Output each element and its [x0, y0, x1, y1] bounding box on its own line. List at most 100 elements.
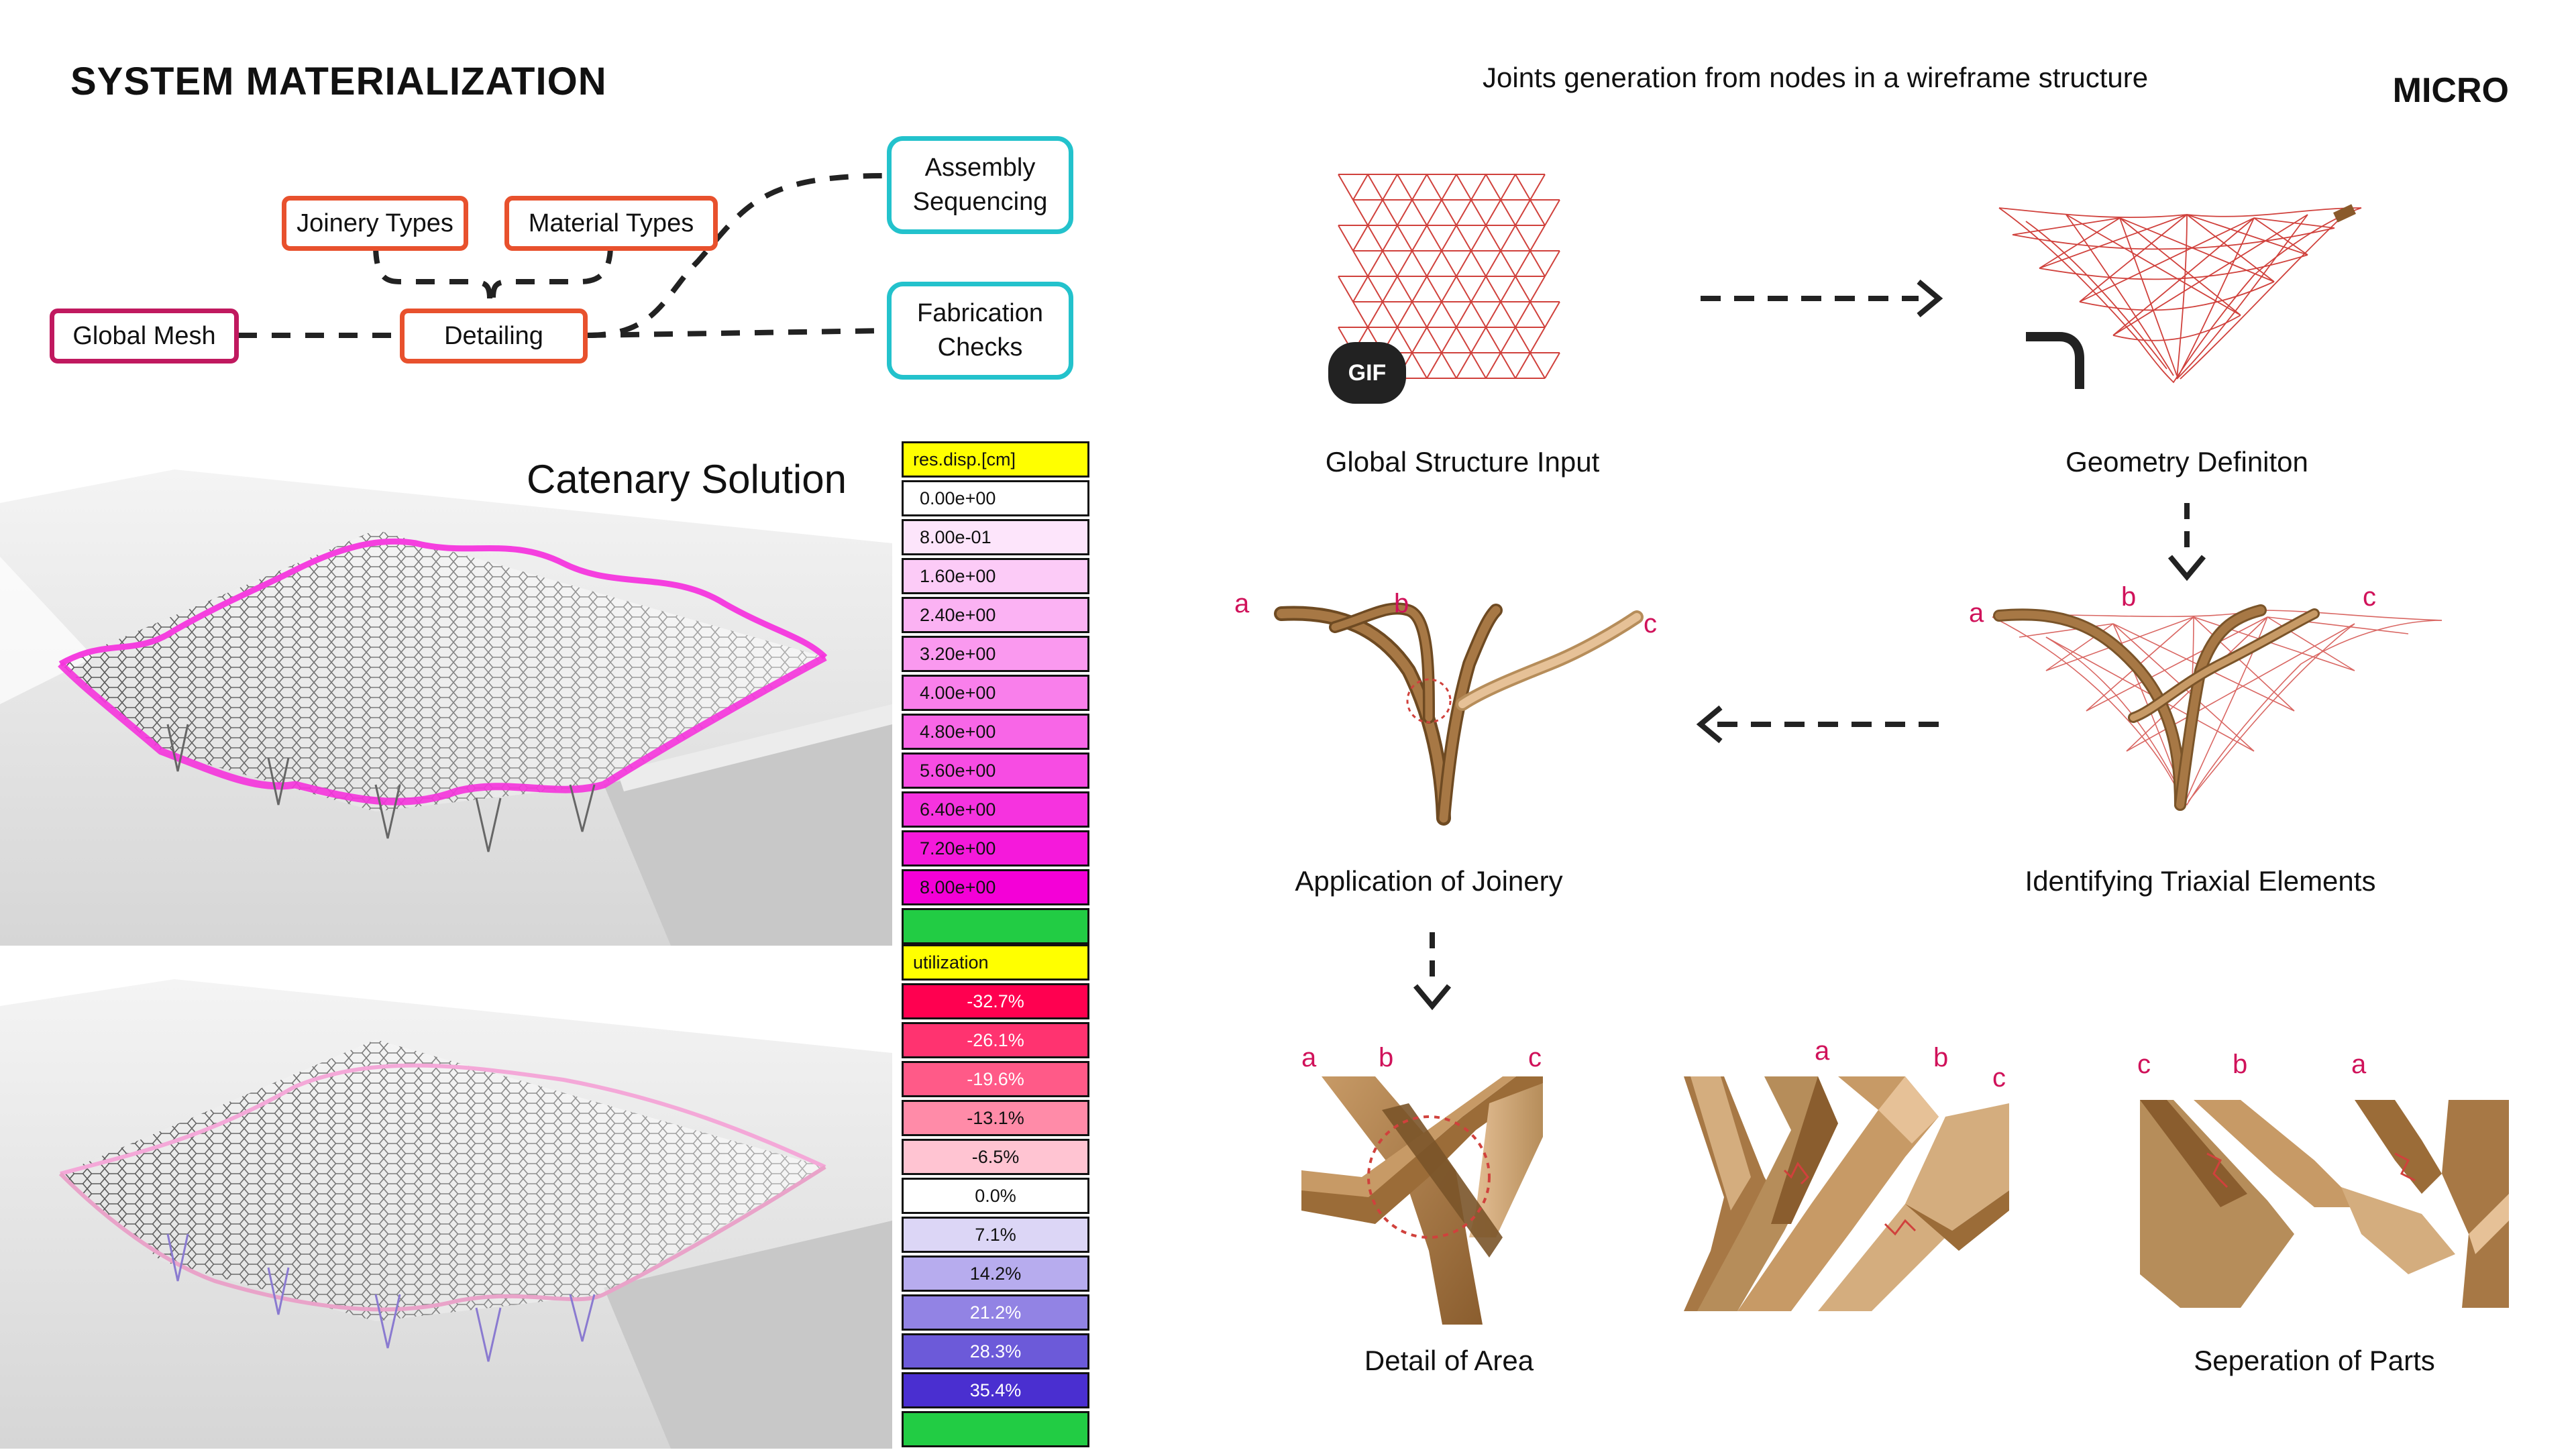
arrow-left-icon [1696, 705, 1939, 744]
legend-cell: -32.7% [902, 983, 1089, 1019]
support-cone [374, 784, 401, 839]
mesh-render-top [0, 469, 892, 946]
legend-cell: 7.1% [902, 1217, 1089, 1253]
legend-cell: 8.00e+00 [902, 869, 1089, 905]
legend-cell: 35.4% [902, 1372, 1089, 1408]
section-subtitle: Joints generation from nodes in a wirefr… [1483, 62, 2149, 93]
displacement-edge-back [58, 538, 828, 667]
legend-cell: 4.00e+00 [902, 675, 1089, 711]
flow-connectors [238, 173, 886, 338]
legend-cell: 6.40e+00 [902, 791, 1089, 828]
step-detail-of-area: Detail of Area [1364, 1345, 1534, 1376]
legend-cell [902, 908, 1089, 944]
label-b: b [2233, 1050, 2248, 1079]
catenary-title: Catenary Solution [527, 457, 847, 502]
legend-cell [902, 1411, 1089, 1447]
joinery-types-node: Joinery Types [282, 196, 468, 251]
fabrication-line2: Checks [937, 333, 1023, 361]
support-cone [475, 1307, 502, 1362]
connector-joinery [373, 244, 492, 299]
step-application-of-joinery: Application of Joinery [1295, 865, 1563, 897]
connector-material [490, 244, 613, 299]
step-separation-of-parts: Seperation of Parts [2194, 1345, 2435, 1376]
support-cone [267, 757, 290, 805]
catenary-render-utilization [0, 952, 892, 1449]
label-b: b [1379, 1043, 1394, 1072]
legend-cell: -19.6% [902, 1061, 1089, 1097]
joinery-image [1274, 602, 1644, 826]
separation-image-right [2140, 1100, 2509, 1308]
step-geometry-definition: Geometry Definiton [2065, 446, 2308, 478]
material-types-node: Material Types [504, 196, 718, 251]
label-a: a [1234, 589, 1250, 618]
legend-cell: -6.5% [902, 1139, 1089, 1175]
legend-cell: 14.2% [902, 1256, 1089, 1292]
label-c: c [1644, 609, 1657, 638]
legend-utilization: utilization -32.7%-26.1%-19.6%-13.1%-6.5… [902, 944, 1089, 1450]
arrow-down-icon [2167, 503, 2206, 581]
label-c: c [2137, 1050, 2151, 1079]
label-c: c [2363, 582, 2376, 612]
legend-cell: 2.40e+00 [902, 597, 1089, 633]
geometry-definition-image [1998, 204, 2362, 384]
fabrication-line1: Fabrication [917, 298, 1043, 327]
label-b: b [1394, 589, 1409, 618]
utilization-edge-front [58, 1165, 826, 1312]
legend-cell: 28.3% [902, 1333, 1089, 1370]
label-c: c [1992, 1063, 2006, 1093]
connector-detailing-fabrication [586, 328, 886, 338]
support-cone [475, 797, 502, 852]
label-a: a [1969, 598, 1984, 628]
assembly-line1: Assembly [924, 153, 1036, 182]
label-c: c [1528, 1043, 1542, 1072]
gif-badge[interactable]: GIF [1328, 342, 1406, 404]
page-title: SYSTEM MATERIALIZATION [70, 60, 607, 103]
support-cone [166, 724, 189, 772]
separation-image-left [1684, 1076, 2009, 1311]
legend-cells: -32.7%-26.1%-19.6%-13.1%-6.5%0.0%7.1%14.… [902, 983, 1089, 1447]
support-cone [166, 1233, 189, 1282]
catenary-render-displacement [0, 436, 892, 946]
legend-cell: 0.0% [902, 1178, 1089, 1214]
fabrication-checks-node: Fabrication Checks [887, 282, 1073, 380]
label-b: b [2121, 582, 2137, 612]
arrow-down-icon [1413, 932, 1452, 1011]
mesh-render-bottom [0, 979, 892, 1449]
connector-detailing-assembly [586, 173, 886, 338]
label-a: a [2351, 1050, 2367, 1079]
legend-cell: 7.20e+00 [902, 830, 1089, 867]
legend-cell: -13.1% [902, 1100, 1089, 1136]
legend-cell: 21.2% [902, 1294, 1089, 1331]
section-label: MICRO [2392, 71, 2509, 110]
legend-cell: 1.60e+00 [902, 558, 1089, 594]
detail-of-area-image [1301, 1076, 1543, 1325]
triaxial-elements-image [1992, 604, 2443, 811]
arrow-right-icon [1701, 279, 1943, 318]
support-cone [569, 1294, 596, 1342]
label-a: a [1301, 1043, 1317, 1072]
step-global-structure-input: Global Structure Input [1325, 446, 1600, 478]
assembly-sequencing-node: Assembly Sequencing [887, 136, 1073, 234]
legend-cell: -26.1% [902, 1022, 1089, 1058]
cursor-icon [2026, 332, 2084, 389]
detailing-node: Detailing [400, 309, 588, 364]
global-mesh-node: Global Mesh [50, 309, 239, 364]
utilization-edge-back [60, 1063, 826, 1176]
support-cone [569, 784, 596, 832]
legend-cell: 8.00e-01 [902, 519, 1089, 555]
legend-header: utilization [902, 944, 1089, 981]
legend-cell: 5.60e+00 [902, 752, 1089, 789]
label-a: a [1815, 1036, 1830, 1066]
legend-cell: 0.00e+00 [902, 480, 1089, 516]
legend-cell: 3.20e+00 [902, 636, 1089, 672]
displacement-edge-front [58, 654, 827, 805]
legend-header: res.disp.[cm] [902, 441, 1089, 478]
support-cone [374, 1294, 401, 1349]
assembly-line2: Sequencing [912, 188, 1048, 216]
support-cone [267, 1267, 290, 1315]
legend-cell: 4.80e+00 [902, 714, 1089, 750]
step-identifying-triaxial: Identifying Triaxial Elements [2025, 865, 2376, 897]
label-b: b [1933, 1043, 1949, 1072]
